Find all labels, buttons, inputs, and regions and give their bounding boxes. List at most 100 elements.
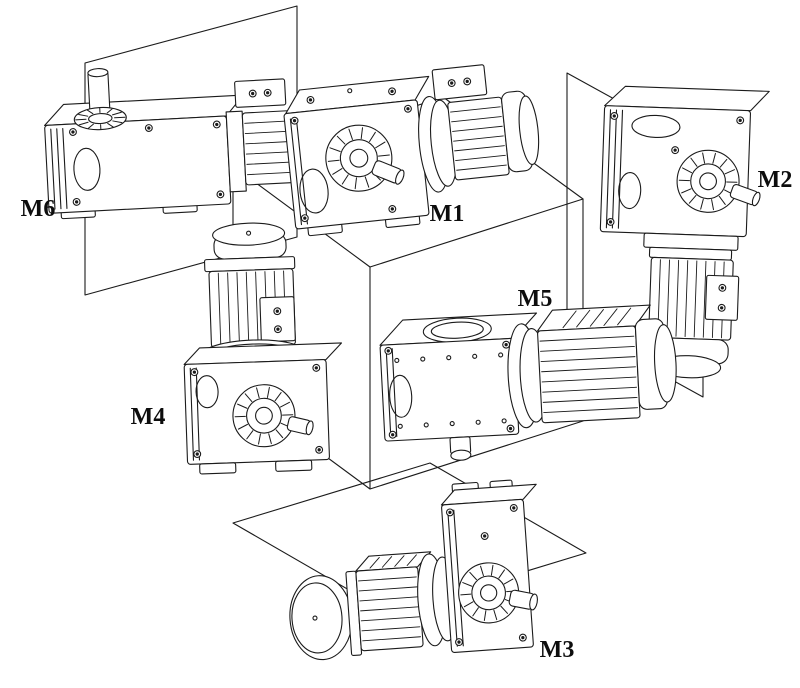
small-hole — [501, 418, 507, 424]
gear-tooth — [246, 430, 254, 440]
bolt-hole-center — [483, 534, 487, 538]
gear-ring-hub — [349, 148, 369, 168]
inspection-oval — [631, 114, 681, 139]
bearing-tooth — [106, 108, 113, 114]
gear-tooth — [244, 393, 253, 403]
gear-tooth — [462, 582, 473, 587]
gear-tooth — [469, 571, 477, 581]
output-shaft — [508, 589, 538, 611]
bearing-ring-inner — [88, 113, 113, 125]
rib — [189, 367, 195, 461]
gear-tooth — [483, 610, 487, 621]
bolt-hole-center — [508, 426, 513, 431]
bolt-hole-center — [308, 98, 313, 102]
bolt-hole-center — [521, 635, 525, 640]
bolt-hole-center — [720, 306, 724, 310]
small-hole — [475, 419, 481, 425]
inspection-oval — [73, 147, 101, 191]
gear-tooth — [348, 128, 353, 140]
bolt-hole-center — [266, 91, 270, 95]
gear-tooth — [460, 593, 472, 596]
vertical-shaft-top — [87, 68, 109, 78]
grid-line — [617, 307, 632, 326]
fin-line — [361, 626, 421, 632]
bearing-tooth — [86, 109, 94, 115]
gear-tooth — [378, 154, 390, 157]
gear-tooth — [490, 564, 494, 576]
fin-line — [362, 636, 421, 642]
bolt-hole-center — [391, 433, 395, 437]
gear-tooth — [364, 176, 370, 188]
fin-line — [456, 164, 507, 171]
gear-tooth — [268, 433, 272, 445]
small-hole — [397, 423, 403, 429]
gearmotor-m3 — [289, 479, 538, 661]
fin-line — [675, 259, 680, 337]
fin-line — [455, 154, 506, 162]
bearing-tooth — [107, 122, 114, 128]
gear-tooth — [493, 609, 498, 621]
gear-tooth — [274, 392, 282, 402]
bolt-hole-center — [608, 220, 613, 224]
inspection-oval — [299, 168, 329, 214]
shaft-end — [305, 420, 314, 436]
gear-tooth — [463, 601, 474, 608]
terminal-box — [259, 296, 296, 343]
fin-line — [541, 376, 637, 383]
bolt-hole-center — [738, 118, 742, 123]
rib — [289, 118, 303, 226]
bearing-tooth — [114, 116, 126, 119]
fin-line — [540, 345, 635, 352]
bearing-tooth — [87, 123, 94, 129]
shaft-end — [751, 191, 761, 207]
gearmotor-m4 — [183, 222, 343, 475]
fin-line — [236, 272, 240, 345]
bolt-hole-center — [71, 130, 75, 134]
bolt-hole-center — [276, 327, 280, 331]
bolt-hole-center — [215, 122, 219, 127]
inspection-oval — [195, 375, 219, 409]
bolt-hole-center — [292, 119, 297, 123]
bolt-hole-center — [195, 452, 199, 456]
bolt-hole-center — [465, 79, 469, 84]
small-hole — [423, 422, 429, 428]
gear-tooth — [266, 386, 270, 398]
fin-line — [358, 576, 417, 582]
bearing-tooth — [111, 111, 122, 116]
grid-line — [589, 309, 604, 327]
gear-tooth — [354, 177, 357, 190]
inspection-oval — [389, 374, 413, 418]
mount-foot — [199, 462, 237, 475]
fin-line — [543, 407, 639, 414]
gear-tooth — [681, 188, 692, 194]
label-m3: M3 — [540, 637, 575, 663]
fin-line — [360, 606, 419, 612]
bolt-hole-center — [512, 506, 516, 510]
gear-tooth — [375, 141, 386, 149]
fan-cover-cap — [653, 324, 677, 403]
bolt-hole-center — [251, 91, 255, 96]
bearing-tooth — [112, 120, 123, 124]
fin-line — [702, 260, 707, 338]
mount-foot — [275, 459, 313, 472]
grid-line — [576, 309, 591, 328]
gear-tooth — [498, 569, 505, 579]
gear-tooth — [702, 152, 706, 164]
fin-line — [666, 259, 670, 337]
rib — [453, 509, 464, 647]
small-hole — [446, 355, 452, 361]
gear-tooth — [472, 607, 479, 617]
bolt-hole-center — [74, 200, 79, 204]
label-m1: M1 — [430, 201, 465, 227]
bolt-hole-center — [450, 81, 454, 85]
bolt-hole-center — [192, 370, 197, 374]
gear-tooth — [700, 198, 704, 210]
terminal-box — [431, 64, 488, 101]
grid-line — [369, 556, 380, 569]
gearmotor-m1 — [283, 64, 540, 237]
shaft-end — [529, 593, 538, 611]
small-hole — [498, 352, 504, 358]
output-shaft — [729, 183, 761, 207]
bolt-hole-center — [147, 126, 151, 130]
